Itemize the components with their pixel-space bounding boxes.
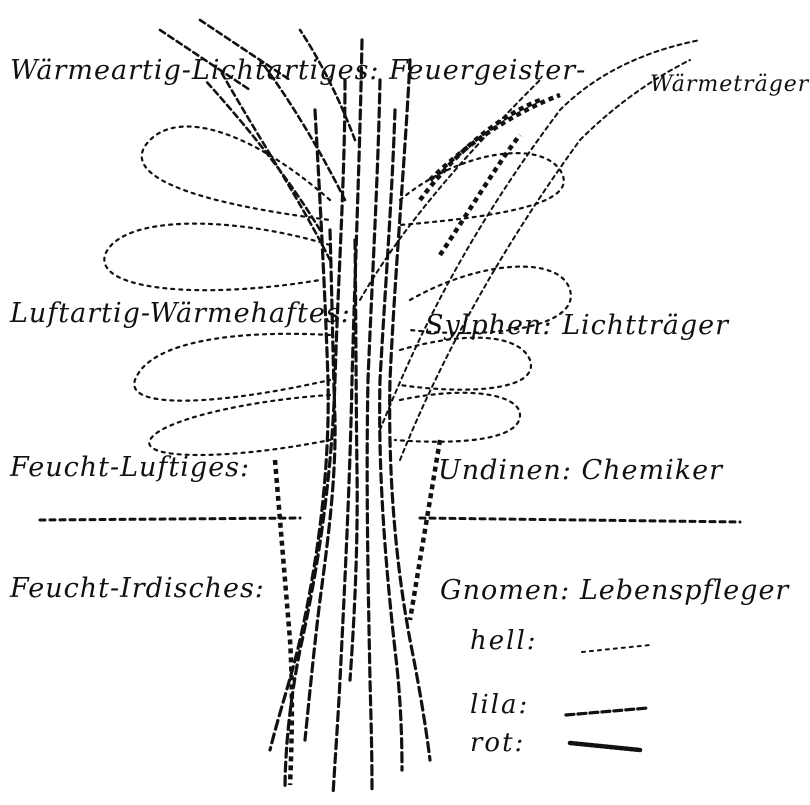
outer-stroke xyxy=(275,460,292,785)
divider-right xyxy=(420,518,740,522)
legend-label-light: hell: xyxy=(470,626,538,656)
divider-left xyxy=(40,518,300,520)
legend-swatch-lilac xyxy=(566,708,648,715)
label-air-warmth: Luftartig-Wärmehaftes: xyxy=(10,298,351,329)
loop-mid-left xyxy=(104,224,330,291)
ray-stroke xyxy=(400,60,690,460)
loop-upper-right xyxy=(400,153,564,225)
label-moist-airy: Feucht-Luftiges: xyxy=(10,452,250,483)
legend-swatch-light xyxy=(582,645,650,652)
label-undines: Undinen: Chemiker xyxy=(438,455,723,486)
ray-stroke xyxy=(380,40,700,430)
label-sylphs: Sylphen: Lichtträger xyxy=(425,310,729,341)
legend-swatch-red xyxy=(570,743,640,750)
stem-stroke xyxy=(367,80,380,790)
loop-lower-right xyxy=(400,338,531,390)
legend-label-red: rot: xyxy=(470,728,525,758)
outer-stroke xyxy=(410,440,440,620)
loop-bottom-right xyxy=(395,393,520,442)
label-gnomes: Gnomen: Lebenspfleger xyxy=(440,575,789,606)
label-warmth-light: Wärmeartig-Lichtartiges: Feuergeister- xyxy=(10,55,586,86)
legend-label-lilac: lila: xyxy=(470,690,529,720)
label-moist-earthy: Feucht-Irdisches: xyxy=(10,573,265,604)
outer-stroke xyxy=(420,100,540,200)
loop-lower-left xyxy=(134,334,330,401)
label-warmth-bearer: Wärmeträger xyxy=(650,72,809,97)
loop-bottom-left xyxy=(149,395,330,455)
